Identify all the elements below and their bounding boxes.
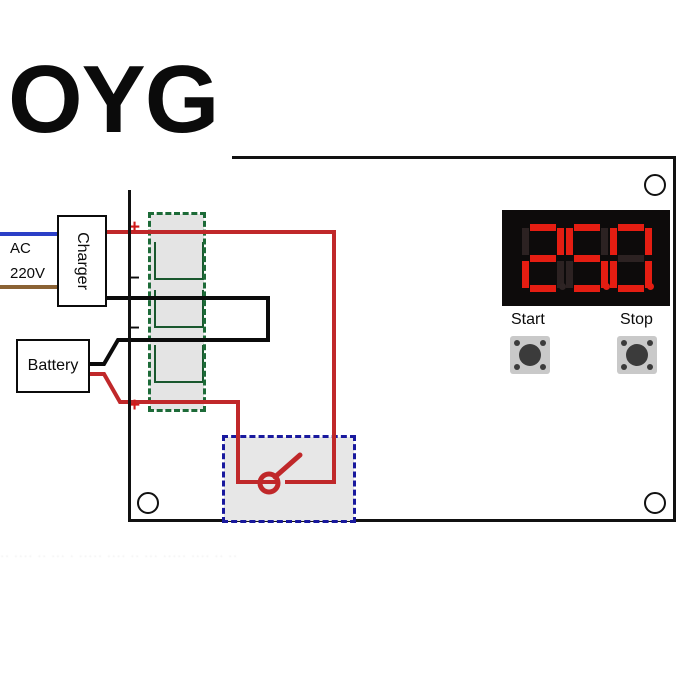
- footer-ghost-text: ·· ···· ·· ··· · ····· ···· ·· ··· ·····…: [0, 548, 238, 563]
- terminal-sign-1: +: [129, 217, 141, 238]
- switch-feed-wire-horizontal: [236, 480, 276, 484]
- battery-negative-lead: [88, 338, 144, 366]
- start-button-label: Start: [511, 311, 545, 328]
- ac-neutral-wire: [0, 285, 58, 289]
- seven-segment-display: 25.0: [502, 210, 670, 306]
- display-digit-2: [566, 224, 610, 292]
- battery-box: Battery: [16, 339, 90, 393]
- ac-live-wire: [0, 232, 58, 236]
- stop-button[interactable]: [617, 336, 657, 374]
- stop-button-cap[interactable]: [626, 344, 648, 366]
- mounting-hole-bottom-left: [137, 492, 159, 514]
- brand-logo: OYG: [8, 46, 219, 153]
- switch-symbol: [257, 452, 303, 495]
- mounting-hole-top-right: [644, 174, 666, 196]
- voltage-label: 220V: [10, 265, 46, 282]
- display-digit-3: [610, 224, 654, 292]
- terminal-sign-3: –: [129, 317, 140, 338]
- negative-link-wire-vertical: [266, 296, 270, 342]
- start-button-cap[interactable]: [519, 344, 541, 366]
- switch-feed-wire-vertical: [236, 400, 240, 484]
- battery-negative-wire: [120, 338, 270, 342]
- relay-return-wire-horizontal: [285, 480, 336, 484]
- terminal-sign-2: –: [129, 267, 140, 288]
- charger-positive-wire: [106, 230, 336, 234]
- board-left-edge: [128, 190, 131, 522]
- charger-box: Charger: [57, 215, 107, 307]
- battery-label: Battery: [27, 357, 79, 374]
- start-button[interactable]: [510, 336, 550, 374]
- terminal-sign-4: +: [129, 395, 141, 416]
- terminal-block-highlight: [148, 212, 206, 412]
- charger-label: Charger: [74, 232, 91, 290]
- stop-button-label: Stop: [620, 311, 653, 328]
- battery-positive-wire: [120, 400, 240, 404]
- mounting-hole-bottom-right: [644, 492, 666, 514]
- terminal-block: [150, 214, 204, 410]
- battery-positive-lead: [88, 372, 144, 404]
- display-digit-1: [522, 224, 566, 292]
- display-digits: [512, 218, 662, 298]
- ac-label: AC: [10, 240, 31, 257]
- charger-negative-wire: [106, 296, 270, 300]
- logo-backdrop-left: [0, 0, 128, 196]
- relay-return-wire-vertical: [332, 230, 336, 484]
- switch-zone-highlight: [222, 435, 356, 523]
